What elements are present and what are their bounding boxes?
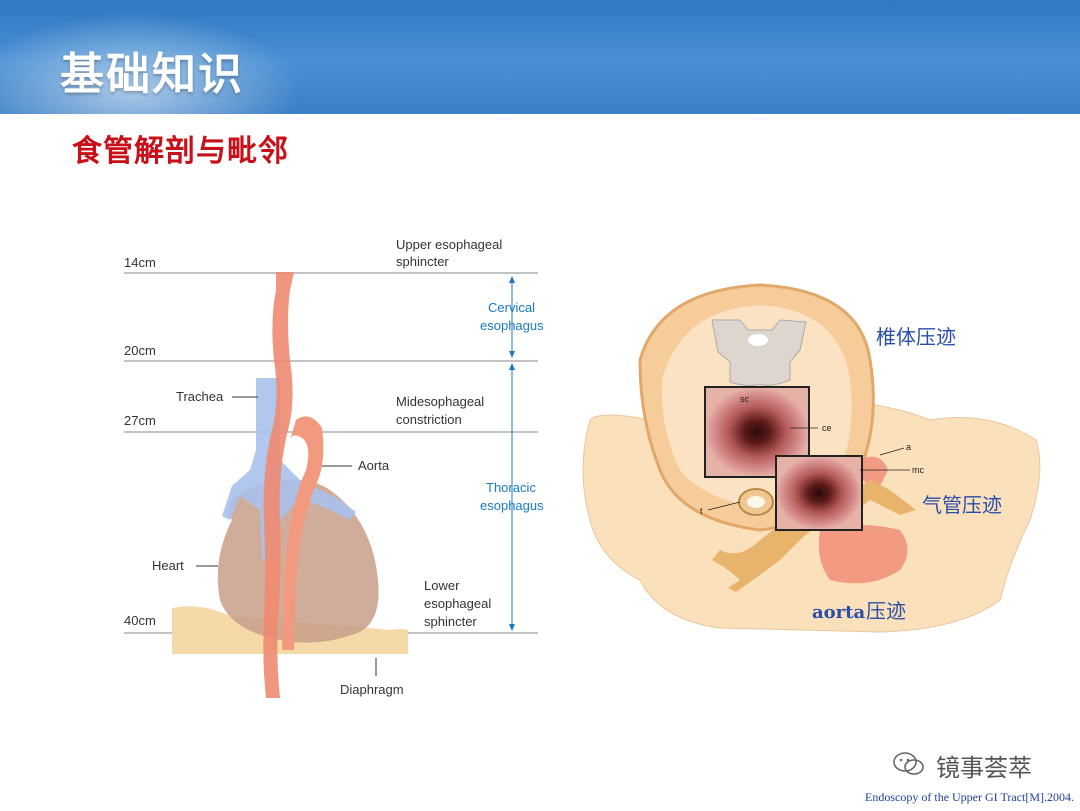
heart-shape [217,479,379,643]
wechat-icon [893,752,924,775]
water-splash-decoration [0,0,330,114]
label-lower-2: esophageal [424,596,491,611]
label-midesophageal-1: Midesophageal [396,394,484,409]
slide-title: 基础知识 [60,49,244,100]
level-label-27: 27cm [124,413,156,428]
label-thoracic-1: Thoracic [486,480,536,495]
citation: Endoscopy of the Upper GI Tract[M].2004. [865,790,1074,804]
arrow-head [509,351,515,358]
level-label-14: 14cm [124,255,156,270]
spinal-canal [748,334,768,346]
label-heart: Heart [152,558,184,573]
t-leader [707,501,741,511]
label-ce: ce [822,423,832,433]
label-sc: sc [740,394,750,404]
label-trachea: Trachea [176,389,224,404]
trachea-shape [222,378,356,560]
label-mc: mc [912,465,924,475]
label-midesophageal-2: constriction [396,412,462,427]
endoscopy-photo-lower [775,455,863,531]
watermark-text: 镜事荟萃 [936,754,1032,782]
annotation-trachea: 气管压迹 [922,493,1002,517]
arrow-head [509,276,515,283]
label-a: a [906,442,911,452]
aorta-shape [282,416,324,650]
label-lower-1: Lower [424,578,460,593]
label-upper-sphincter-2: sphincter [396,254,449,269]
vertebra-bone [711,319,807,387]
level-label-20: 20cm [124,343,156,358]
bronchi [712,480,916,592]
header-banner [0,0,1080,114]
trachea-lumen [747,496,765,508]
annotation-aorta-cn: 压迹 [866,599,906,623]
aorta-cross [818,525,908,584]
a-leader [879,447,905,456]
annotation-vertebra: 椎体压迹 [876,325,956,349]
arrow-head [509,363,515,370]
arrow-head [509,624,515,631]
label-upper-sphincter-1: Upper esophageal [396,237,502,252]
level-label-40: 40cm [124,613,156,628]
label-aorta: Aorta [358,458,390,473]
esophagus-shape [263,272,294,698]
aorta-arch-cross [860,456,888,490]
label-diaphragm: Diaphragm [340,682,404,697]
slide-subtitle: 食管解剖与毗邻 [72,134,289,169]
annotation-aorta-en: aorta [812,602,865,623]
label-t: t [700,506,703,516]
label-lower-3: sphincter [424,614,477,629]
